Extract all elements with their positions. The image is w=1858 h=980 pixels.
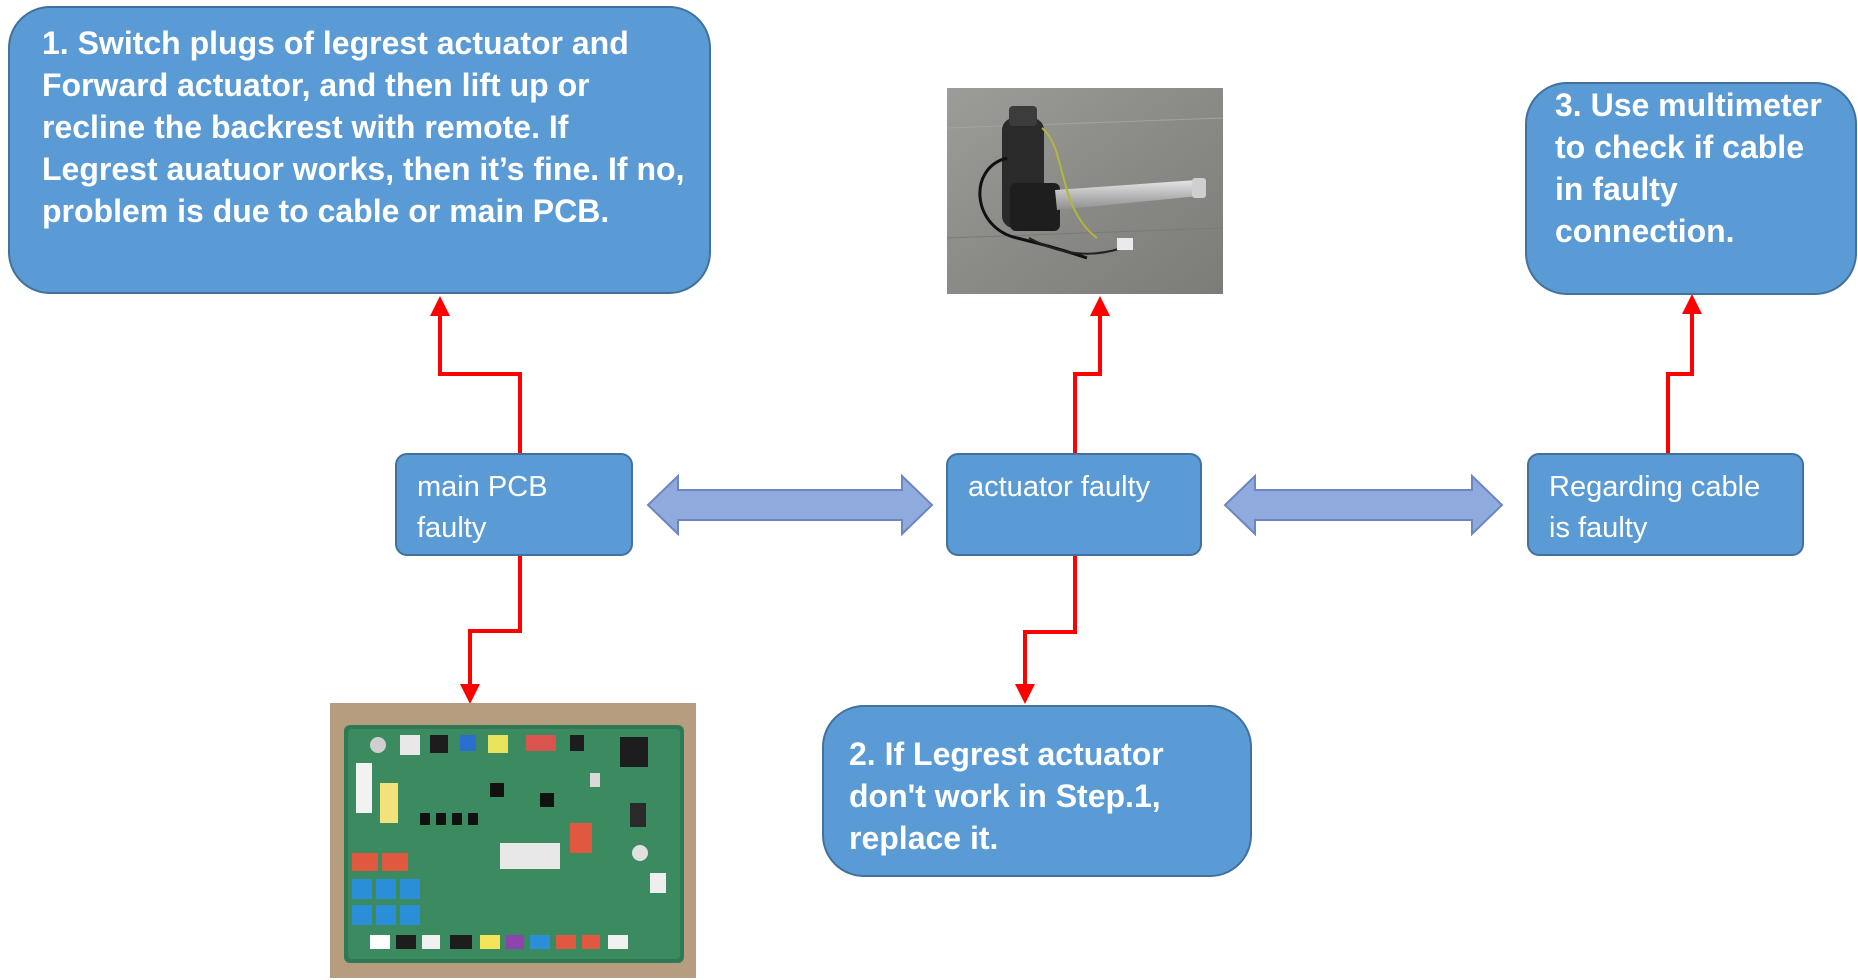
connector-actuator-to-photo [1073,296,1110,453]
step3-box: 3. Use multimeter to check if cable in f… [1525,82,1857,295]
step1-text: 1. Switch plugs of legrest actuator and … [42,25,685,229]
actuator-photo-art [947,88,1223,294]
connector-cable-to-step3 [1666,294,1702,453]
step3-text: 3. Use multimeter to check if cable in f… [1555,87,1822,249]
actuator-text: actuator faulty [968,471,1151,503]
step1-box: 1. Switch plugs of legrest actuator and … [8,6,711,294]
cable-box: Regarding cable is faulty [1527,453,1804,556]
cable-text: Regarding cable is faulty [1549,471,1761,544]
connector-pcb-to-step1 [430,296,522,453]
pcb-board-photo-art [330,703,696,978]
double-arrow-actuator-cable [1223,473,1504,537]
step2-text: 2. If Legrest actuator don't work in Ste… [849,736,1164,856]
actuator-photo [947,88,1223,294]
connector-pcb-to-board-photo [460,556,522,704]
connector-actuator-to-step2 [1015,556,1077,704]
step2-box: 2. If Legrest actuator don't work in Ste… [822,705,1252,877]
main-pcb-box: main PCB faulty [395,453,633,556]
pcb-board-photo [330,703,696,978]
main-pcb-text: main PCB faulty [417,471,548,544]
double-arrow-pcb-actuator [646,473,934,537]
actuator-box: actuator faulty [946,453,1202,556]
